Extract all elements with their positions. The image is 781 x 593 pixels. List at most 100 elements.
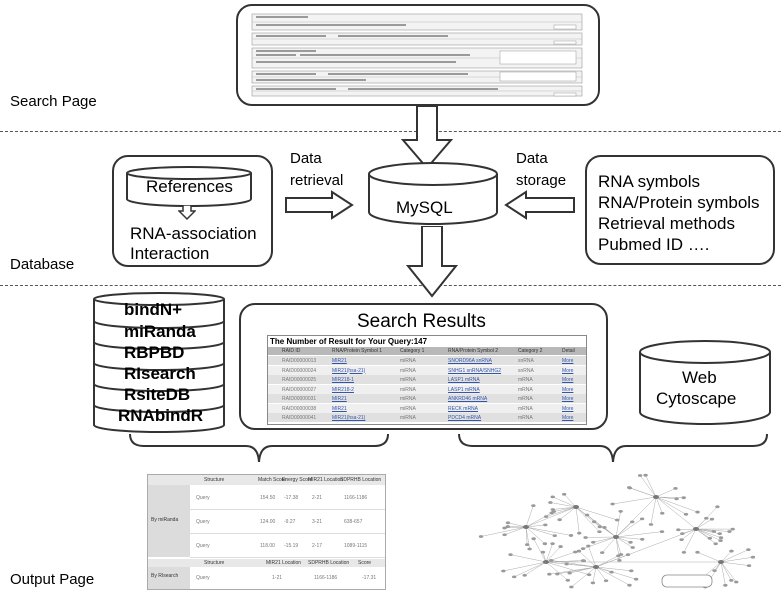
output-header-cell: SDPRHB Location (308, 560, 350, 566)
section-label-output-page: Output Page (10, 571, 95, 588)
arrow-search-to-mysql (400, 106, 454, 170)
detail-link[interactable]: More (562, 377, 574, 383)
results-table-cell: RAID00000025 (282, 377, 317, 383)
storage-item: Retrieval methods (598, 214, 736, 233)
tools-stack (93, 292, 225, 433)
output-header-cell: MIR21 Location (308, 477, 344, 483)
results-table-cell: RAID00000041 (282, 415, 317, 421)
network-zoom-control (661, 574, 713, 588)
results-table-header: RAID ID RNA/Protein Symbol 1 Category 1 … (268, 347, 586, 355)
data-storage-label-2: storage (516, 172, 567, 189)
detail-link[interactable]: More (562, 396, 574, 402)
results-table-cell: mRNA (518, 405, 533, 412)
results-table-cell: miRNA (400, 386, 416, 393)
output-table-header-top: Structure Match Score Energy Score MIR21… (148, 475, 385, 485)
results-table-cell: mRNA (518, 386, 533, 393)
output-table-cell: -17.38 (284, 495, 299, 501)
output-table-cell: -17.31 (362, 575, 377, 581)
results-table-cell: RAID00000013 (282, 358, 317, 364)
results-table-cell: RAID00000038 (282, 405, 317, 412)
output-table-cell: Query (196, 575, 210, 581)
results-table-cell: miRNA (400, 358, 416, 364)
references-box: References RNA-association Interaction (112, 155, 273, 267)
output-header-cell: Structure (204, 477, 225, 483)
output-group-top: By miRanda (148, 485, 190, 557)
header-cell: RAID ID (282, 348, 301, 354)
storage-item: RNA symbols (598, 172, 701, 191)
data-storage-label-1: Data (516, 150, 548, 167)
arrow-storage-to-mysql (504, 190, 575, 220)
output-header-cell: Energy Score (282, 477, 313, 483)
results-table-cell: MIR21 (332, 358, 347, 364)
output-table-cell: 1089-1115 (344, 543, 368, 549)
results-table-cell: RAID00000024 (282, 367, 317, 374)
output-table-cell: 1-21 (272, 575, 283, 581)
tool-label: RsiteDB (124, 385, 191, 404)
mysql-cylinder (368, 162, 498, 225)
results-table-cell: miRNA (400, 396, 416, 402)
output-group-label: By miRanda (151, 517, 179, 523)
output-table-cell: Query (196, 495, 210, 501)
output-table-cell: 3-21 (312, 519, 323, 525)
output-table-cell: -9.27 (284, 519, 296, 525)
detail-link[interactable]: More (562, 415, 574, 421)
network-graph-thumbnail (478, 473, 756, 589)
data-retrieval-label-1: Data (290, 150, 322, 167)
results-table-cell: mRNA (518, 396, 533, 402)
output-table-row: Query 1-21 1166-1186 -17.31 (190, 569, 385, 587)
results-table-cell: MIR21 (332, 396, 347, 402)
results-table-cell: miRNA (400, 377, 416, 383)
results-table-cell: PDCD4 mRNA (448, 415, 482, 421)
storage-item: Pubmed ID …. (598, 235, 710, 254)
results-table-cell: snRNA (518, 367, 534, 374)
storage-item: RNA/Protein symbols (598, 193, 760, 212)
detail-link[interactable]: More (562, 367, 574, 374)
search-results-box: Search Results The Number of Result for … (239, 303, 608, 430)
output-group-bottom: By RIsearch (148, 567, 190, 589)
search-results-title: Search Results (357, 311, 486, 332)
interaction-label: Interaction (130, 244, 210, 263)
detail-link[interactable]: More (562, 358, 574, 364)
output-table-cell: 1166-1186 (314, 575, 338, 581)
references-label: References (146, 177, 233, 196)
detail-link[interactable]: More (562, 405, 574, 412)
detail-link[interactable]: More (562, 386, 574, 393)
output-header-cell: SDPRHB Location (340, 477, 382, 483)
storage-items-box: RNA symbols RNA/Protein symbols Retrieva… (585, 155, 775, 265)
tool-label: bindN+ (124, 300, 183, 319)
results-table-cell: mRNA (518, 377, 533, 383)
results-table-cell: miRNA (400, 367, 416, 374)
tool-label: RIsearch (124, 364, 196, 383)
data-retrieval-label-2: retrieval (290, 172, 344, 189)
output-table-cell: 2-17 (312, 543, 323, 549)
output-header-cell: Match Score (258, 477, 287, 483)
results-table-cell: miRNA (400, 405, 416, 412)
search-page-screenshot (236, 4, 600, 106)
section-label-database: Database (10, 256, 75, 273)
output-table-cell: Query (196, 519, 210, 525)
left-brace (129, 433, 389, 463)
results-table-cell: MIR218-1 (332, 377, 354, 383)
results-table-cell: LASP1 mRNA (448, 386, 480, 393)
references-down-arrow (178, 205, 196, 221)
tool-label: miRanda (124, 322, 196, 341)
web-cytoscape-label-1: Web (682, 368, 717, 387)
output-table-cell: 124.00 (260, 519, 276, 525)
results-table-cell: RECK mRNA (448, 405, 479, 412)
header-cell: Category 2 (518, 348, 543, 354)
output-table-header-bottom: Structure MIR21 Location SDPRHB Location… (148, 559, 385, 567)
right-brace (458, 433, 768, 463)
output-table-thumbnail: Structure Match Score Energy Score MIR21… (147, 474, 386, 590)
mysql-label: MySQL (396, 198, 453, 217)
results-table-title: The Number of Result for Your Query:147 (270, 337, 428, 346)
search-form-thumbnail (251, 13, 583, 97)
divider-bottom (0, 285, 781, 286)
output-table-cell: 1166-1186 (344, 495, 368, 501)
results-table-cell: snRNA (518, 358, 534, 364)
